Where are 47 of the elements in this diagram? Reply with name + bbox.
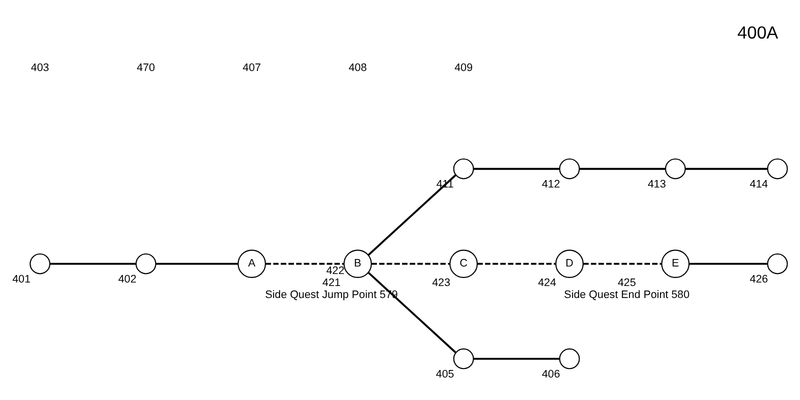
node-circle: [453, 158, 474, 179]
connector: [583, 262, 662, 264]
connector: [368, 271, 456, 353]
node-label: 406: [542, 368, 560, 380]
connector: [156, 262, 238, 264]
connector: [50, 262, 136, 264]
node-label: 424: [538, 276, 556, 289]
node-circle: [559, 158, 580, 179]
connector: [368, 174, 456, 256]
node-circle: A: [238, 249, 266, 278]
node-label: Side Quest End Point 580: [564, 288, 690, 301]
node-circle: C: [449, 249, 478, 278]
node-circle: [453, 348, 474, 369]
diagram-title: 400A: [737, 22, 778, 42]
label: 409: [454, 62, 473, 74]
node-label: 413: [648, 178, 666, 190]
node-label: 405: [436, 368, 454, 380]
node-circle: [136, 252, 156, 274]
node-circle: [767, 252, 788, 274]
node-circle: [30, 252, 50, 274]
node-label: 414: [750, 178, 768, 190]
node-circle: [767, 158, 788, 179]
connector: [689, 262, 768, 264]
connector: [474, 357, 560, 360]
node-circle: [665, 158, 686, 179]
node-circle: B: [344, 249, 372, 278]
label: 408: [348, 62, 367, 74]
connector: [579, 167, 666, 170]
node-label: 421: [322, 276, 341, 289]
node-label: 402: [118, 272, 136, 285]
label: 470: [136, 62, 156, 74]
connector: [474, 167, 560, 170]
connector: [266, 262, 344, 264]
node-label: 422: [326, 264, 344, 277]
node-circle: E: [661, 249, 690, 278]
node-label: 423: [432, 276, 450, 289]
node-circle: D: [555, 249, 584, 278]
label: 407: [242, 62, 261, 74]
connector: [372, 262, 450, 264]
node-label: 426: [750, 272, 768, 285]
node-label: 425: [618, 276, 636, 289]
node-label: 412: [542, 178, 560, 190]
connector: [685, 167, 768, 170]
label: 403: [30, 62, 50, 74]
connector: [477, 262, 556, 264]
node-label: 401: [12, 272, 31, 285]
node-circle: [559, 348, 580, 369]
